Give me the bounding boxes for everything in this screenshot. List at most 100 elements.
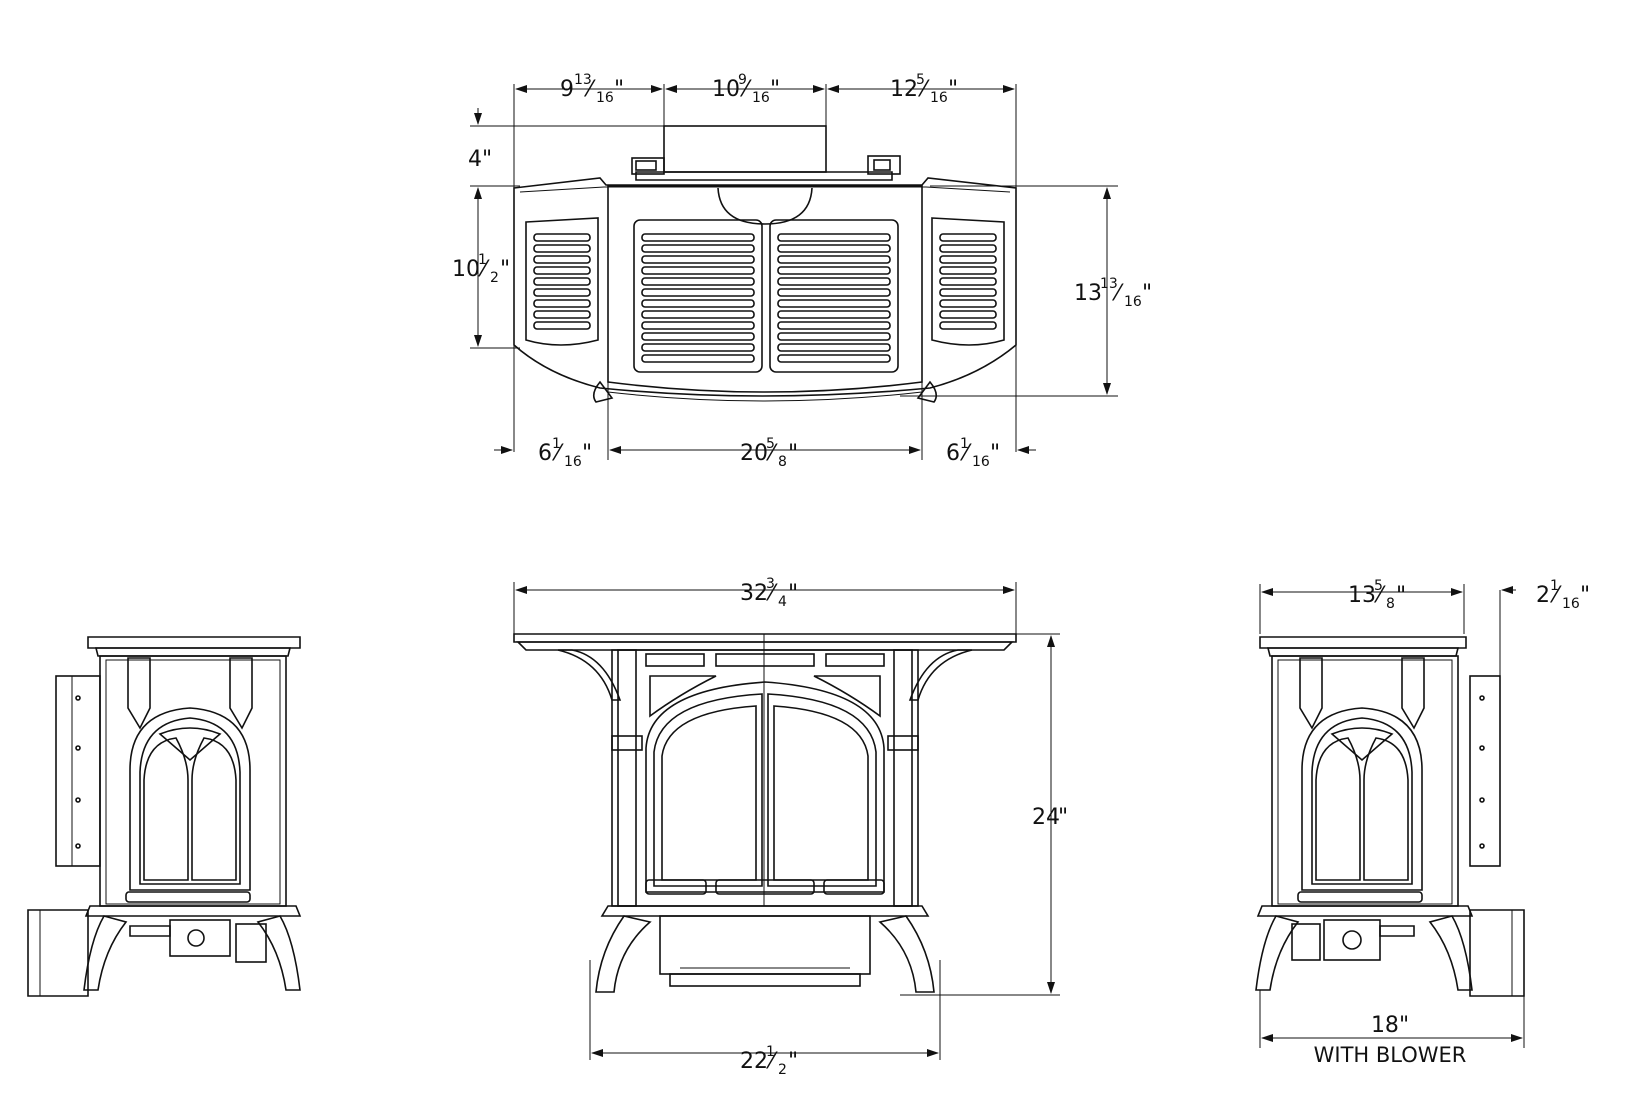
- dim-top-center-whole: 10: [712, 77, 740, 102]
- louver-slat: [641, 277, 755, 286]
- dim-front-height-unit: ": [1058, 805, 1068, 830]
- louver-slat: [939, 266, 997, 275]
- blower-note: WITH BLOWER: [1314, 1043, 1467, 1067]
- dim-top-right-unit: ": [948, 77, 958, 102]
- louver-slat: [641, 299, 755, 308]
- dim-front-height: 24 ": [1032, 805, 1068, 830]
- louver-slat: [777, 299, 891, 308]
- dim-blower-offset-num: 1: [1550, 578, 1559, 594]
- dim-bottom-left-whole: 6: [538, 441, 552, 466]
- dim-bottom-right: 6 1 ⁄ 16 ": [946, 436, 1000, 470]
- dim-bottom-center: 20 5 ⁄ 8 ": [740, 436, 798, 470]
- louver-slat: [777, 343, 891, 352]
- dim-bottom-right-den: 16: [972, 454, 990, 470]
- dim-top-center-unit: ": [770, 77, 780, 102]
- dim-side-width-unit: ": [1396, 583, 1406, 608]
- louver-slat: [777, 255, 891, 264]
- top-view: 9 13 ⁄ 16 " 10 9 ⁄ 16 " 12 5 ⁄ 16 " 4 " …: [452, 72, 1152, 470]
- louver-slat: [777, 277, 891, 286]
- louver-slat: [777, 321, 891, 330]
- dim-bottom-right-unit: ": [990, 441, 1000, 466]
- louver-slat: [939, 244, 997, 253]
- louver-slat: [939, 255, 997, 264]
- dim-blower-offset-den: 16: [1562, 596, 1580, 612]
- louver-slat: [641, 244, 755, 253]
- dim-top-center-den: 16: [752, 90, 770, 106]
- dim-flue-offset: 4 ": [468, 147, 492, 172]
- louver-slat: [641, 266, 755, 275]
- dim-front-height-whole: 24: [1032, 805, 1060, 830]
- louver-slat: [939, 233, 997, 242]
- dim-blower-offset-whole: 2: [1536, 583, 1550, 608]
- louver-slat: [641, 255, 755, 264]
- louver-slat: [939, 277, 997, 286]
- louver-slat: [777, 233, 891, 242]
- dim-blower-offset: 2 1 ⁄ 16 ": [1536, 578, 1590, 612]
- dim-depth-side-unit: ": [500, 257, 510, 282]
- dim-bottom-left-unit: ": [582, 441, 592, 466]
- louver-slat: [641, 288, 755, 297]
- dim-front-width-unit: ": [788, 581, 798, 606]
- louver-slat: [777, 332, 891, 341]
- louver-slat: [533, 288, 591, 297]
- dim-blower-depth-value: 18": [1371, 1013, 1409, 1038]
- louver-slat: [939, 321, 997, 330]
- dim-front-width-whole: 32: [740, 581, 768, 606]
- louver-slat: [641, 354, 755, 363]
- louver-slat: [533, 277, 591, 286]
- dim-depth-side-den: 2: [490, 270, 499, 286]
- dim-front-width-num: 3: [766, 576, 775, 592]
- left-side-view: [27, 636, 302, 997]
- louver-slat: [533, 310, 591, 319]
- top-louvers: [533, 233, 997, 363]
- louver-slat: [641, 343, 755, 352]
- dim-top-left-num: 13: [574, 72, 592, 88]
- dim-front-legs: 22 1 ⁄ 2 ": [740, 1044, 798, 1078]
- dim-blower-offset-unit: ": [1580, 583, 1590, 608]
- louver-slat: [533, 321, 591, 330]
- louver-slat: [641, 233, 755, 242]
- louver-slat: [777, 266, 891, 275]
- louver-slat: [641, 332, 755, 341]
- louver-slat: [777, 310, 891, 319]
- dim-side-width: 13 5 ⁄ 8 ": [1348, 578, 1406, 612]
- front-view: [513, 582, 1060, 1060]
- dim-depth-side-whole: 10: [452, 257, 480, 282]
- louver-slat: [533, 255, 591, 264]
- dim-top-center-num: 9: [738, 72, 747, 88]
- dim-top-left-whole: 9: [560, 77, 574, 102]
- louver-slat: [533, 233, 591, 242]
- louver-slat: [641, 321, 755, 330]
- dim-depth-side: 10 1 ⁄ 2 ": [452, 252, 510, 286]
- louver-slat: [777, 244, 891, 253]
- dim-depth-total: 13 13 ⁄ 16 ": [1074, 276, 1152, 310]
- louver-slat: [533, 244, 591, 253]
- louver-slat: [641, 310, 755, 319]
- dim-side-width-num: 5: [1374, 578, 1383, 594]
- dim-front-width: 32 3 ⁄ 4 ": [740, 576, 798, 610]
- dim-top-right-den: 16: [930, 90, 948, 106]
- dim-front-legs-whole: 22: [740, 1049, 768, 1074]
- dim-bottom-center-den: 8: [778, 454, 787, 470]
- dim-bottom-center-whole: 20: [740, 441, 768, 466]
- dim-depth-side-num: 1: [478, 252, 487, 268]
- dim-top-right-num: 5: [916, 72, 925, 88]
- dim-side-width-den: 8: [1386, 596, 1395, 612]
- dim-front-legs-unit: ": [788, 1049, 798, 1074]
- dim-top-center: 10 9 ⁄ 16 ": [712, 72, 780, 106]
- dim-depth-total-den: 16: [1124, 294, 1142, 310]
- dim-bottom-center-unit: ": [788, 441, 798, 466]
- dim-bottom-left-den: 16: [564, 454, 582, 470]
- dim-flue-offset-unit: ": [482, 147, 492, 172]
- dim-front-legs-num: 1: [766, 1044, 775, 1060]
- dim-top-left-den: 16: [596, 90, 614, 106]
- dim-bottom-center-num: 5: [766, 436, 775, 452]
- dim-blower-depth: 18": [1371, 1013, 1409, 1038]
- dim-front-width-den: 4: [778, 594, 787, 610]
- louver-slat: [533, 299, 591, 308]
- right-side-view: [1255, 584, 1525, 1048]
- dim-bottom-right-whole: 6: [946, 441, 960, 466]
- dim-front-legs-den: 2: [778, 1062, 787, 1078]
- dim-top-right: 12 5 ⁄ 16 ": [890, 72, 958, 106]
